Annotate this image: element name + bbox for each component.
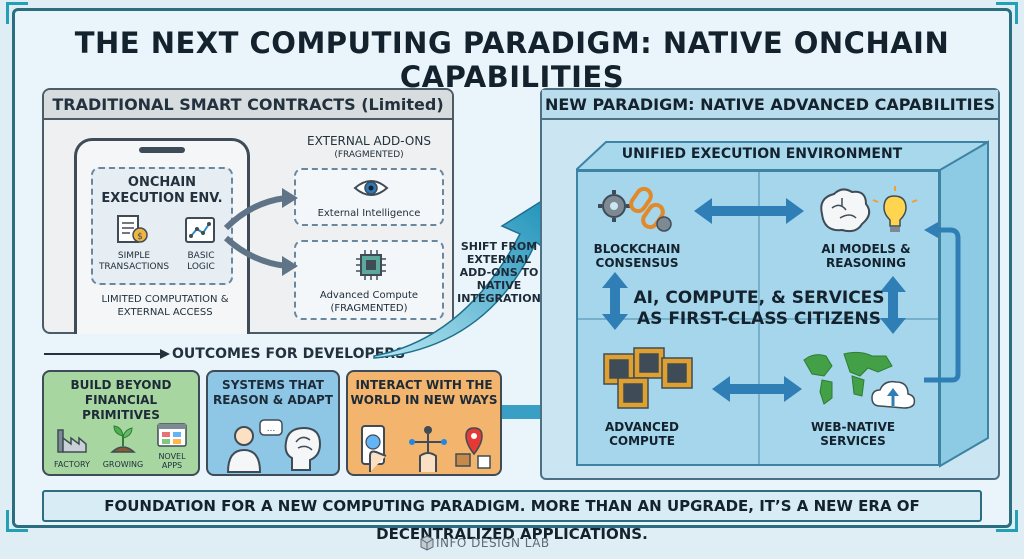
advanced-compute-label: Advanced Compute <box>319 290 419 301</box>
blockchain-consensus-label: BLOCKCHAIN CONSENSUS <box>593 242 681 270</box>
page-title: THE NEXT COMPUTING PARADIGM: NATIVE ONCH… <box>74 26 950 94</box>
eye-icon <box>353 180 389 196</box>
fragmented-label: (FRAGMENTED) <box>334 150 404 160</box>
onchain-env-title: ONCHAIN EXECUTION ENV. <box>101 175 223 206</box>
advanced-compute-fragmented-label: (FRAGMENTED) <box>330 303 408 314</box>
ai-models-label: AI MODELS & REASONING <box>821 242 911 270</box>
corner-ornament <box>996 510 1018 532</box>
receipt-coin-icon: $ <box>117 215 148 243</box>
unified-environment-title: UNIFIED EXECUTION ENVIRONMENT <box>621 146 903 162</box>
outcome-card-title: BUILD BEYOND FINANCIAL PRIMITIVES <box>70 378 172 422</box>
corner-ornament <box>996 2 1018 24</box>
footer-banner: FOUNDATION FOR A NEW COMPUTING PARADIGM.… <box>42 490 982 543</box>
outcome-card-interact: INTERACT WITH THE WORLD IN NEW WAYS <box>346 370 502 476</box>
factory-label: FACTORY <box>54 460 90 469</box>
corner-ornament <box>6 510 28 532</box>
cube-front-face <box>576 170 940 466</box>
onchain-env-box: ONCHAIN EXECUTION ENV. $ SIMPLE TRANSACT… <box>91 167 233 285</box>
world-interaction-icon <box>361 425 491 472</box>
outcomes-label: OUTCOMES FOR DEVELOPERS <box>172 346 406 362</box>
globe-cloud-icon <box>803 351 916 409</box>
sprout-icon <box>110 425 136 453</box>
limited-computation-label: LIMITED COMPUTATION & EXTERNAL ACCESS <box>101 294 229 318</box>
svg-text:...: ... <box>267 424 276 434</box>
outcome-card-title: INTERACT WITH THE WORLD IN NEW WAYS <box>350 378 498 407</box>
phone-notch <box>139 147 185 153</box>
brand-cube-icon <box>420 535 434 551</box>
corner-ornament <box>6 2 28 24</box>
consensus-compute-arrow <box>602 272 628 330</box>
traditional-panel: TRADITIONAL SMART CONTRACTS (Limited) ON… <box>42 88 454 334</box>
brain-bulb-icon <box>820 186 918 233</box>
outcome-card-primitives: BUILD BEYOND FINANCIAL PRIMITIVES FACTOR… <box>42 370 200 476</box>
traditional-header: TRADITIONAL SMART CONTRACTS (Limited) <box>44 90 452 120</box>
compute-chips-icon <box>603 347 693 409</box>
growing-label: GROWING <box>102 460 144 469</box>
advanced-compute-box: Advanced Compute (FRAGMENTED) <box>294 240 444 320</box>
addon-arrows <box>223 188 298 276</box>
external-intelligence-label: External Intelligence <box>317 208 421 219</box>
person-brain-icon: ... <box>226 419 322 473</box>
brand-label: INFO DESIGN LAB <box>436 536 550 550</box>
external-addons-heading: EXTERNAL ADD-ONS (FRAGMENTED) <box>294 134 444 162</box>
new-paradigm-panel: NEW PARADIGM: NATIVE ADVANCED CAPABILITI… <box>540 88 1000 480</box>
new-paradigm-header: NEW PARADIGM: NATIVE ADVANCED CAPABILITI… <box>542 90 998 120</box>
phone-device: ONCHAIN EXECUTION ENV. $ SIMPLE TRANSACT… <box>74 138 250 334</box>
factory-icon <box>57 429 87 453</box>
external-addons-title: EXTERNAL ADD-ONS <box>307 134 431 148</box>
novel-apps-label: NOVEL APPS <box>158 452 186 470</box>
ai-services-arrow <box>880 276 906 334</box>
svg-text:$: $ <box>137 232 143 242</box>
outcome-card-reason: SYSTEMS THAT REASON & ADAPT ... <box>206 370 340 476</box>
advanced-compute-node-label: ADVANCED COMPUTE <box>604 420 679 448</box>
gears-chain-icon <box>598 186 672 232</box>
outcome-card-title: SYSTEMS THAT REASON & ADAPT <box>213 378 333 407</box>
logic-graph-icon <box>185 217 215 243</box>
simple-transactions-label: SIMPLE TRANSACTIONS <box>98 251 170 272</box>
first-class-citizens-claim: AI, COMPUTE, & SERVICES AS FIRST-CLASS C… <box>633 288 885 329</box>
compute-services-arrow <box>712 376 802 402</box>
cube-side-face <box>939 140 989 468</box>
outcomes-arrow <box>44 349 170 359</box>
consensus-ai-arrow <box>694 198 804 224</box>
apps-window-icon <box>157 423 187 447</box>
loop-arrow <box>924 222 961 383</box>
web-native-services-label: WEB-NATIVE SERVICES <box>810 420 896 448</box>
external-intelligence-box: External Intelligence <box>294 168 444 226</box>
chip-icon <box>356 250 386 280</box>
basic-logic-label: BASIC LOGIC <box>187 251 215 272</box>
shift-label: SHIFT FROM EXTERNAL ADD-ONS TO NATIVE IN… <box>457 240 541 305</box>
